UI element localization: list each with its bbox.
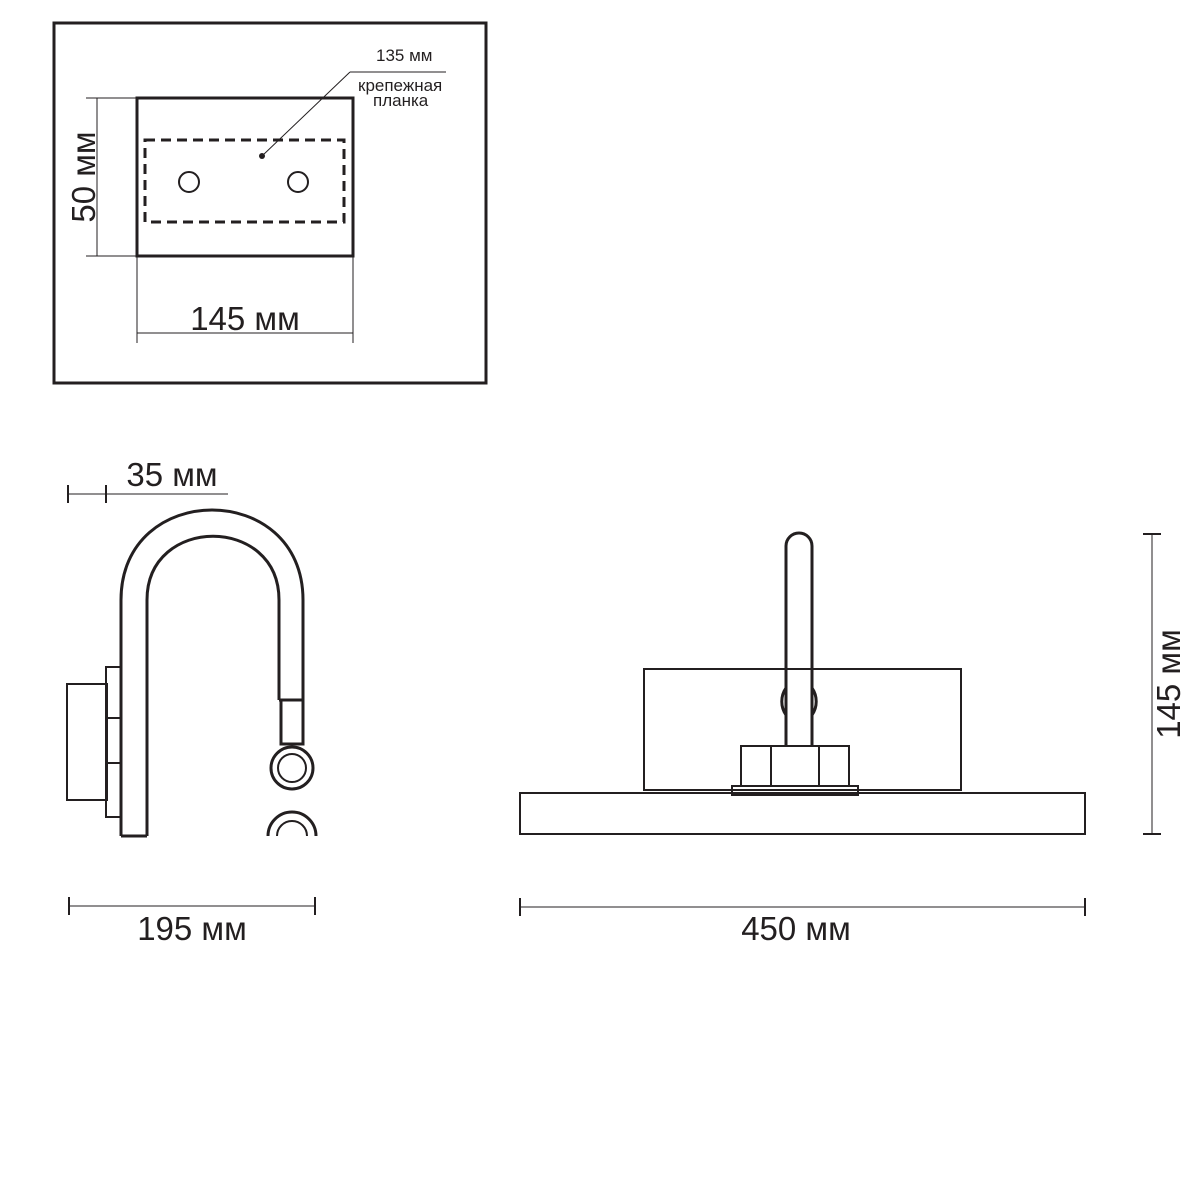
curved-arm-outer xyxy=(119,508,305,836)
offset-label: 35 мм xyxy=(126,456,217,493)
curved-arm-inner xyxy=(145,534,281,836)
strip-leader-dot xyxy=(259,153,265,159)
strip-leader-line xyxy=(261,71,351,157)
lamp-head-upper-outer xyxy=(269,745,315,791)
plate-width-label: 145 мм xyxy=(190,300,300,337)
front-wall-plate xyxy=(643,668,962,791)
wall-base-flange xyxy=(105,666,122,818)
lamp-head-upper-inner xyxy=(277,753,307,783)
front-view: 145 мм 450 мм xyxy=(519,531,1187,947)
arm-end-sleeve xyxy=(279,698,305,746)
side-view: 35 мм 195 мм xyxy=(66,456,318,947)
mounting-strip-label-line1: крепежная xyxy=(358,76,442,95)
lamp-head-lower-inner xyxy=(276,820,308,837)
plate-height-label: 50 мм xyxy=(65,131,102,222)
inset-frame xyxy=(52,21,488,385)
mounting-strip-label-line2: планка xyxy=(373,91,429,110)
mount-plate xyxy=(135,96,355,258)
front-width-label: 450 мм xyxy=(741,910,851,947)
screw-hole-left xyxy=(178,171,200,193)
strip-dimension-label: 135 мм xyxy=(376,46,432,65)
pivot-joint-right xyxy=(810,687,818,716)
front-rod xyxy=(784,531,814,746)
screw-hole-right xyxy=(287,171,309,193)
depth-label: 195 мм xyxy=(137,910,247,947)
lamp-head-lower-outer xyxy=(266,810,318,837)
nut-washer xyxy=(731,785,859,796)
front-height-label: 145 мм xyxy=(1150,629,1187,739)
mounting-strip-dashed xyxy=(143,138,346,224)
lamp-bar xyxy=(519,792,1086,835)
mounting-nut xyxy=(740,745,850,787)
mount-plate-inset: 135 мм крепежная планка 50 мм 145 мм xyxy=(52,21,488,385)
wall-base-block xyxy=(66,683,108,801)
pivot-joint-left xyxy=(780,687,788,716)
